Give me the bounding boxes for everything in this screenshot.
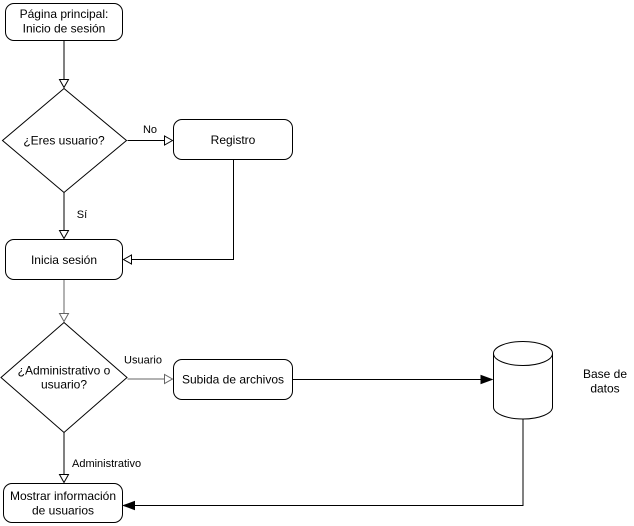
node-inicia-sesion-label: Inicia sesión [31, 253, 97, 267]
edge-pagina-to-eres-usuario[interactable] [58, 41, 70, 89]
node-mostrar-info-label-line2: de usuarios [32, 504, 94, 518]
rounded-rect-shape [5, 239, 123, 280]
rounded-rect-shape [173, 119, 293, 160]
diamond-shape [0, 321, 128, 434]
node-pagina-principal-label-line2: Inicio de sesión [23, 22, 106, 36]
arrowhead-open-down-icon [58, 230, 70, 240]
node-eres-usuario-label: ¿Eres usuario? [23, 134, 105, 148]
edge-admin-o-usuario-to-mostrar-info[interactable]: Administrativo [58, 432, 142, 484]
edge-label-si: Sí [77, 209, 87, 221]
arrowhead-open-down-icon [58, 313, 70, 323]
edge-admin-o-usuario-to-subida-archivos[interactable]: Usuario [124, 355, 174, 385]
node-subida-archivos[interactable]: Subida de archivos [173, 359, 293, 400]
node-registro[interactable]: Registro [173, 119, 293, 160]
cylinder-shape [493, 341, 553, 420]
arrowhead-filled-right-icon [480, 374, 494, 385]
node-base-datos-label-line2: datos [590, 382, 619, 396]
node-admin-o-usuario-label-line2: usuario? [41, 378, 87, 392]
edge-subida-archivos-to-base-datos[interactable] [292, 374, 494, 385]
arrowhead-open-down-icon [58, 79, 70, 89]
edge-eres-usuario-to-registro[interactable]: No [127, 124, 174, 146]
arrowhead-open-right-icon [164, 135, 174, 146]
edge-label-administrativo: Administrativo [72, 458, 141, 470]
arrowhead-filled-left-icon [122, 500, 135, 511]
edge-base-datos-to-mostrar-info[interactable] [122, 419, 524, 511]
node-pagina-principal-label-line1: Página principal: [20, 7, 109, 21]
node-eres-usuario[interactable]: ¿Eres usuario? [1, 87, 128, 194]
node-registro-label: Registro [211, 133, 256, 147]
edge-label-usuario: Usuario [124, 355, 162, 367]
edge-line [134, 419, 524, 506]
node-base-datos[interactable]: Base de datos [493, 341, 628, 420]
arrowhead-open-left-icon [122, 254, 132, 265]
node-inicia-sesion[interactable]: Inicia sesión [5, 239, 123, 280]
arrowhead-open-right-icon [164, 373, 174, 385]
edge-registro-to-inicia-sesion[interactable] [122, 160, 234, 265]
edge-label-no: No [143, 124, 157, 136]
rounded-rect-shape [173, 359, 293, 400]
edge-eres-usuario-to-inicia-sesion[interactable]: Sí [58, 192, 88, 240]
rounded-rect-shape [5, 3, 123, 41]
rounded-rect-shape [3, 483, 123, 523]
node-subida-archivos-label: Subida de archivos [182, 373, 284, 387]
node-admin-o-usuario[interactable]: ¿Administrativo o usuario? [0, 321, 128, 434]
node-mostrar-info[interactable]: Mostrar información de usuarios [3, 483, 123, 523]
arrowhead-open-down-icon [58, 474, 70, 484]
node-admin-o-usuario-label-line1: ¿Administrativo o [18, 364, 111, 378]
edge-line [131, 160, 234, 260]
node-mostrar-info-label-line1: Mostrar información [10, 489, 116, 503]
node-base-datos-label-line1: Base de [583, 367, 627, 381]
node-pagina-principal[interactable]: Página principal: Inicio de sesión [5, 3, 123, 41]
cylinder-rim [493, 353, 553, 366]
diamond-shape [1, 87, 128, 194]
edge-inicia-sesion-to-admin-o-usuario[interactable] [58, 280, 70, 323]
